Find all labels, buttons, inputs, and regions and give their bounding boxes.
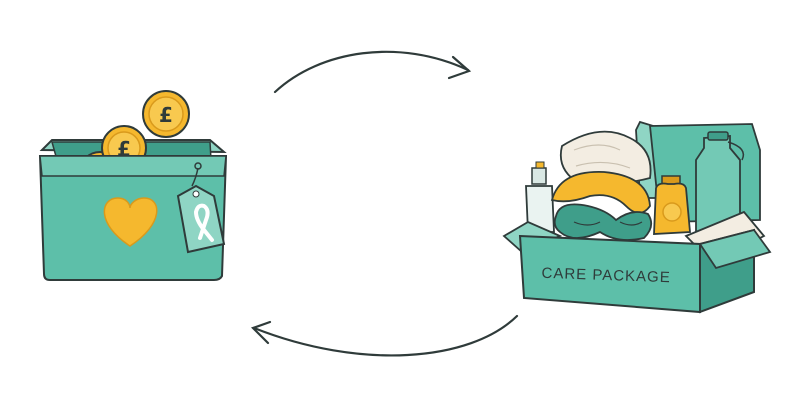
water-bottle-icon: [695, 131, 745, 235]
cycle-arrow-top: [273, 50, 472, 94]
heart-icon: [103, 197, 158, 247]
awareness-ribbon-tag-icon: [176, 162, 226, 254]
care-package-label: CARE PACKAGE: [541, 265, 671, 287]
lotion-bottle-icon: [653, 175, 691, 235]
pound-coin-icon: £: [142, 90, 190, 138]
donation-box: £ £: [38, 90, 228, 281]
care-package-box: CARE PACKAGE: [502, 120, 772, 314]
cycle-arrow-bottom: [250, 314, 519, 357]
coin-symbol: £: [159, 103, 173, 127]
spray-bottle-icon: [525, 161, 555, 233]
towel-icon: [559, 130, 652, 186]
sleep-mask-icon: [553, 203, 653, 241]
